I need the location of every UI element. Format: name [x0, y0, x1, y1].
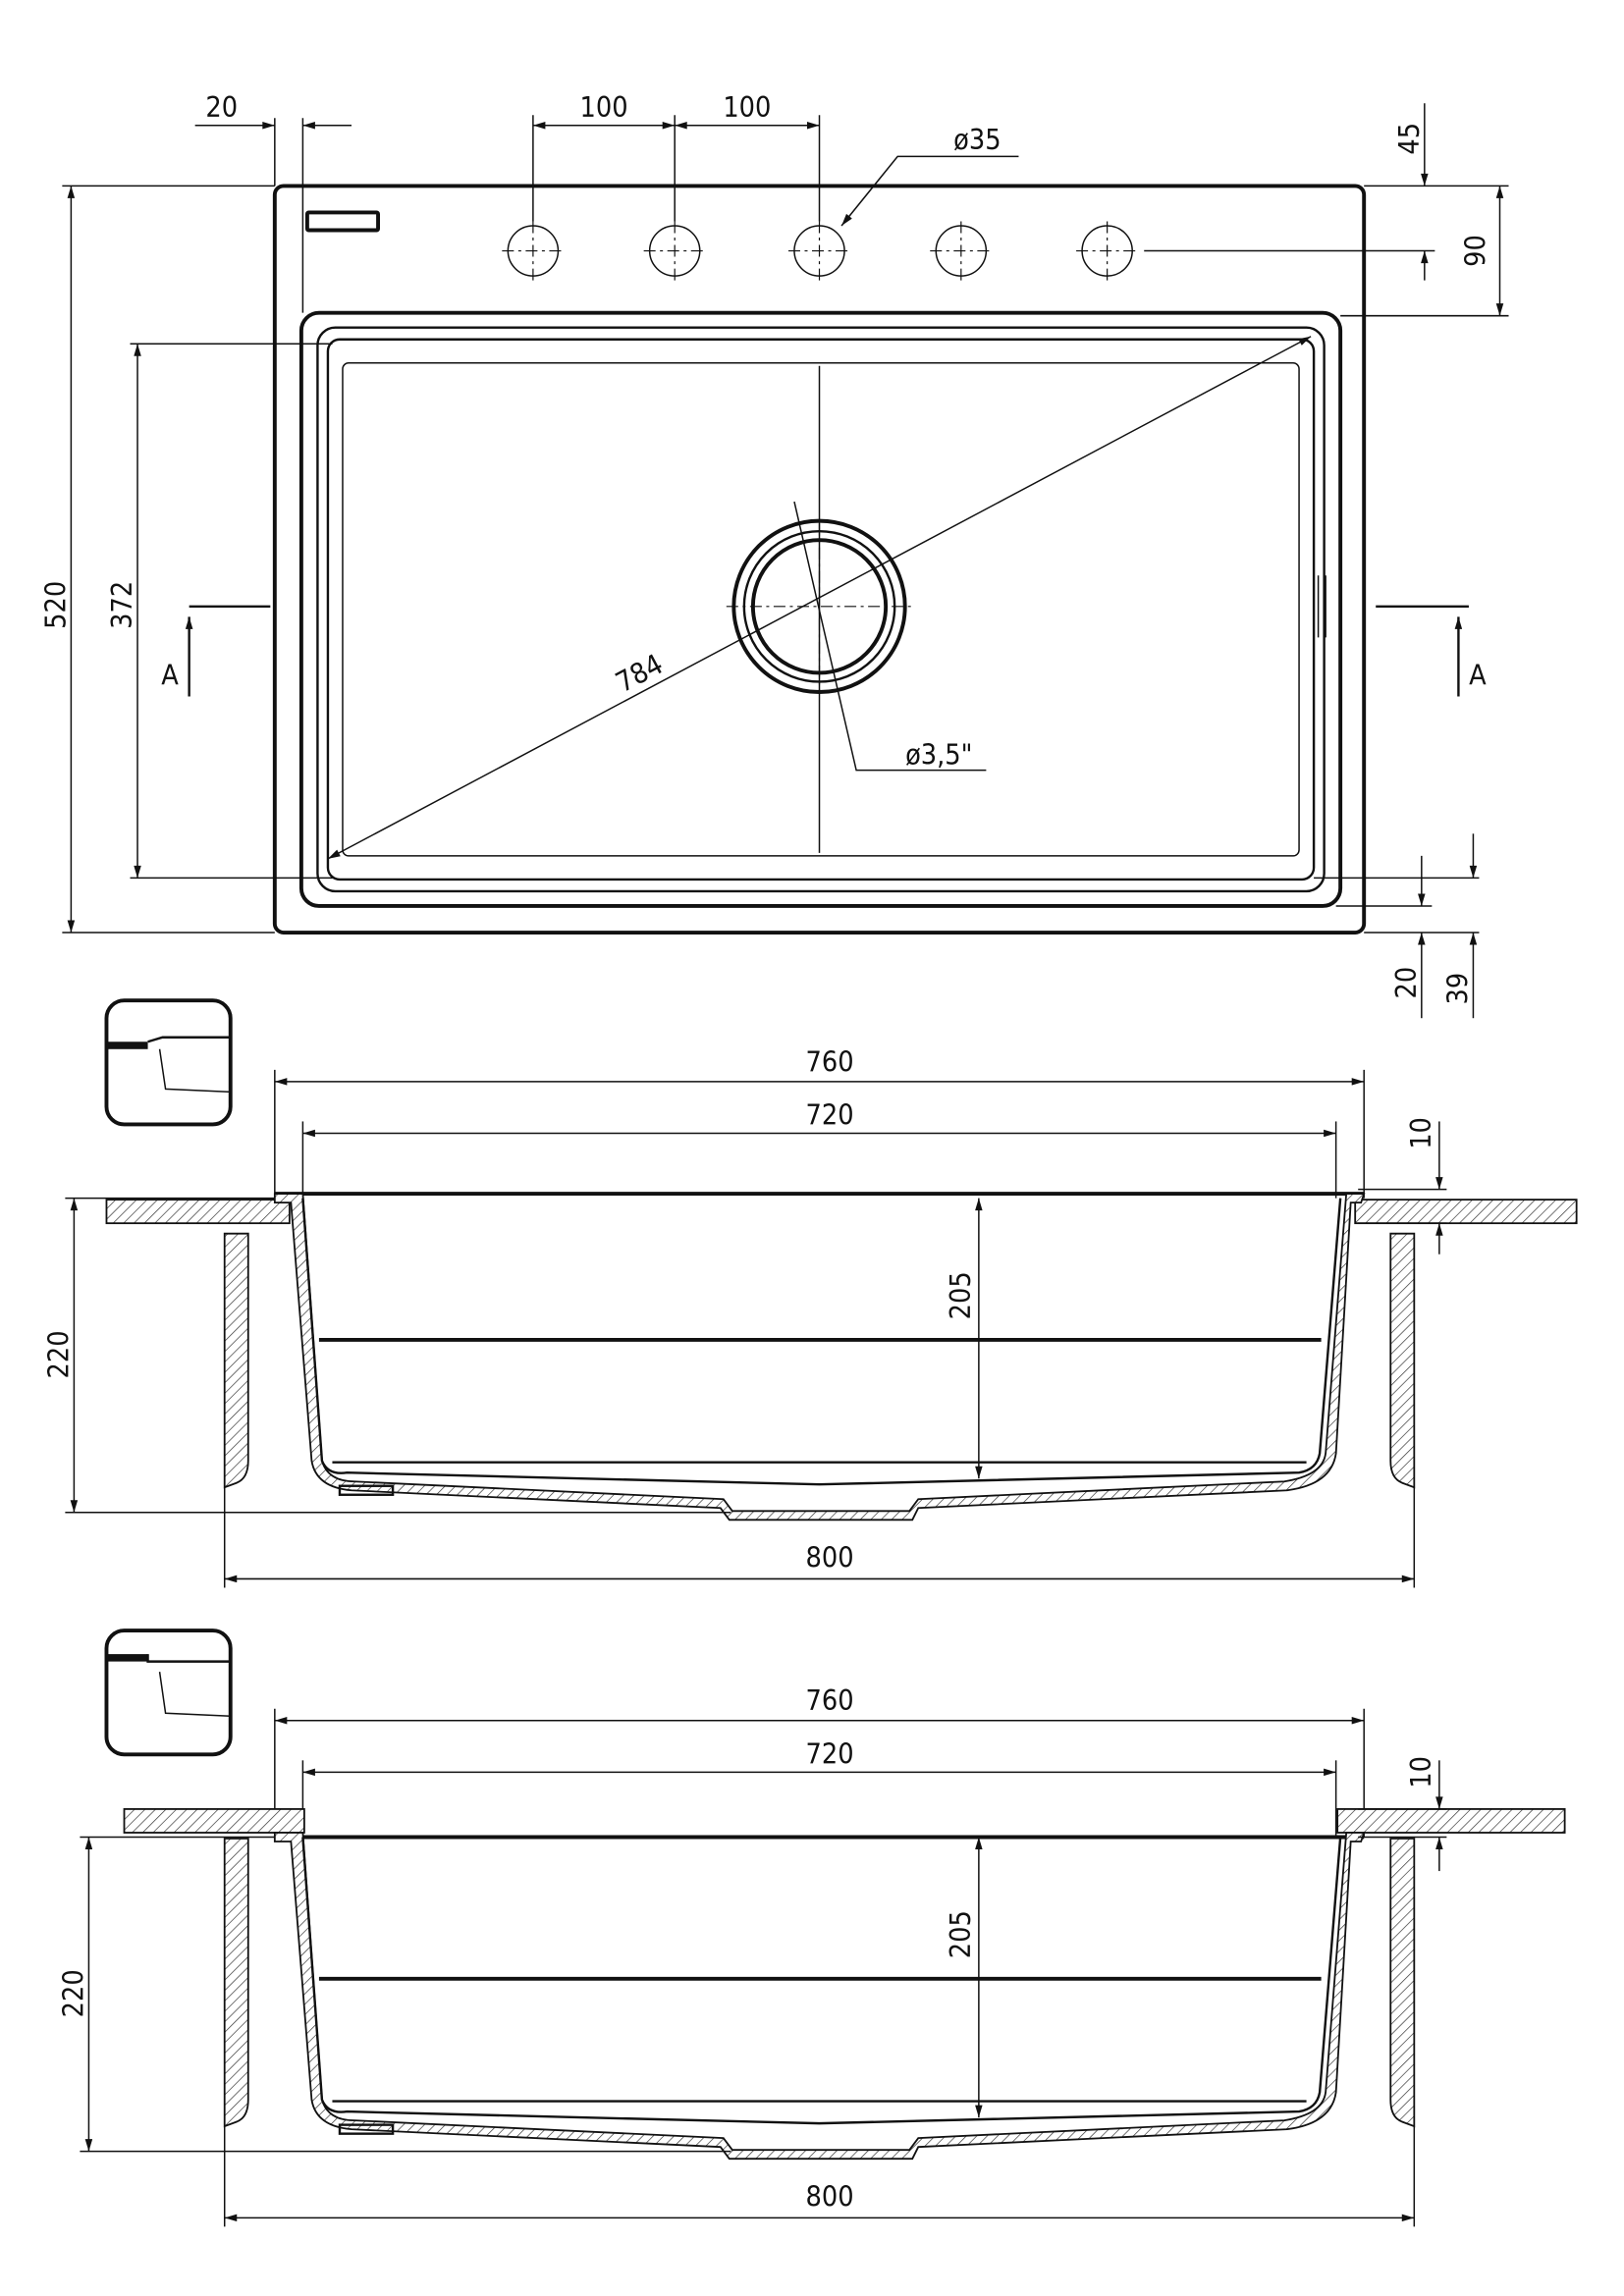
countertop-left — [105, 1199, 291, 1225]
dimension-rim-offset: 20 — [194, 90, 352, 313]
dim-label: 39 — [1440, 973, 1474, 1005]
countertop-left — [123, 1808, 305, 1834]
dim-label: 10 — [1404, 1117, 1437, 1149]
dim-label: 800 — [806, 2179, 854, 2213]
cabinet-wall-right — [1389, 1232, 1416, 1489]
bowl-rim — [298, 310, 1343, 908]
dim-label: 372 — [105, 581, 138, 629]
dim-label: 205 — [944, 1910, 977, 1958]
dim-label: 20 — [1389, 967, 1423, 999]
tap-hole — [502, 221, 565, 281]
countertop-right — [1336, 1808, 1566, 1834]
dim-label: 760 — [806, 1044, 854, 1078]
sink-profile — [273, 1192, 1366, 1522]
dim-label: 720 — [806, 1097, 854, 1131]
tap-hole — [930, 221, 993, 281]
section-label: A — [1469, 658, 1487, 691]
section-marker-left: A — [161, 605, 271, 697]
dim-label: 90 — [1458, 235, 1491, 267]
dim-label: 10 — [1404, 1756, 1437, 1789]
dimension-hole-row: 45 90 — [1144, 103, 1509, 317]
bowl-edge — [326, 338, 1316, 881]
cabinet-wall-left — [223, 1232, 249, 1489]
tap-holes — [502, 221, 1139, 281]
tap-hole — [643, 221, 706, 281]
sink-profile — [273, 1832, 1366, 2161]
section-flush-mount: 760 720 10 220 205 800 — [56, 1629, 1566, 2227]
dim-label: 220 — [41, 1330, 75, 1378]
tap-hole — [1076, 221, 1139, 281]
dimension-hole-diameter: ø35 — [840, 123, 1019, 227]
dim-label: 220 — [56, 1969, 89, 2017]
cabinet-wall-right — [1389, 1838, 1416, 2128]
dim-label: 784 — [610, 647, 668, 699]
section-inset-mount: 760 720 10 220 205 800 — [41, 998, 1578, 1588]
dim-label: 100 — [580, 90, 628, 124]
tap-hole — [787, 221, 851, 281]
inset-mount-icon — [104, 998, 233, 1127]
section-marker-right: A — [1376, 605, 1487, 697]
dimension-bottom: 20 39 — [1314, 833, 1480, 1019]
flush-mount-icon — [104, 1629, 233, 1757]
countertop-right — [1354, 1199, 1578, 1225]
cabinet-wall-left — [223, 1838, 249, 2128]
dimension-bowl-depth: 372 — [105, 343, 333, 880]
dim-label: ø3,5" — [905, 738, 972, 772]
dim-label: 520 — [38, 581, 72, 629]
dim-label: 720 — [806, 1736, 854, 1770]
dim-label: ø35 — [953, 123, 1001, 156]
dimension-drain: ø3,5" — [793, 501, 987, 772]
dim-label: 20 — [205, 90, 238, 124]
dimension-total-depth: 520 — [38, 185, 275, 934]
bowl-rim-inner — [316, 326, 1326, 893]
dim-label: 205 — [944, 1271, 977, 1319]
dim-label: 760 — [806, 1683, 854, 1717]
top-view: 20 100 100 ø35 45 90 520 372 A A — [38, 90, 1509, 1019]
dim-label: 800 — [806, 1540, 854, 1574]
bowl-floor — [342, 362, 1300, 857]
dimension-hole-spacing: 100 100 — [532, 90, 821, 222]
dim-label: 100 — [723, 90, 771, 124]
dim-label: 45 — [1392, 123, 1426, 155]
section-label: A — [161, 658, 179, 691]
overflow-slot — [304, 210, 381, 233]
